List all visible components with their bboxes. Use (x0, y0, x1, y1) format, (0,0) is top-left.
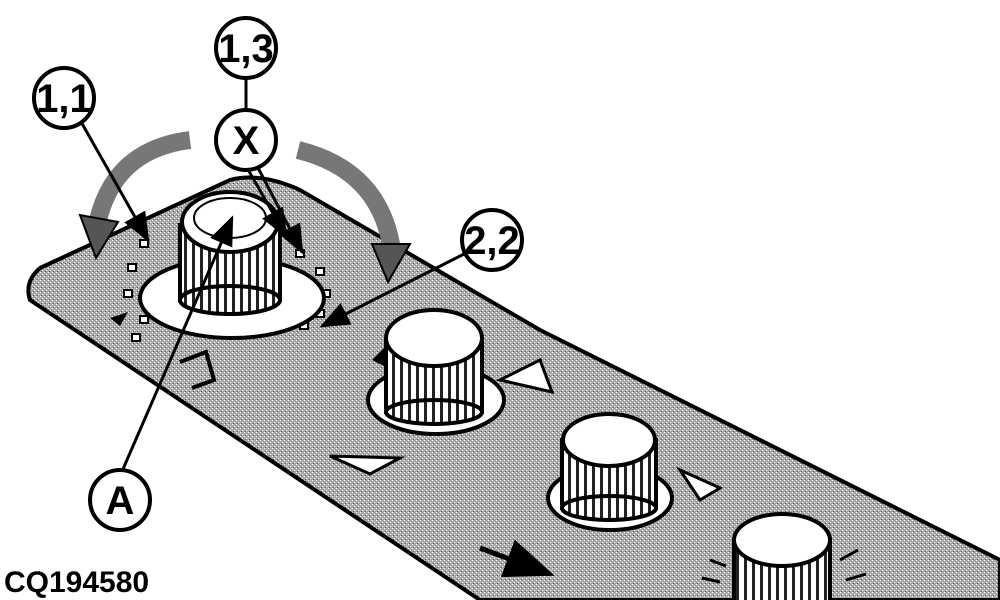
rotation-arrow-left (78, 131, 192, 261)
callout-x-label: X (233, 119, 260, 163)
knob-3 (546, 412, 724, 532)
leader-line-a (118, 215, 234, 477)
knob-4 (701, 512, 867, 600)
scale-pointer-mark (110, 312, 128, 326)
callout-2-2: 2,2 (460, 208, 524, 272)
rotation-arrow-right (295, 141, 412, 285)
callout-1-1: 1,1 (32, 66, 96, 130)
panel-symbol-triangle (329, 454, 406, 476)
leader-line-1-1 (78, 119, 150, 243)
callout-1-3-label: 1,3 (218, 27, 274, 71)
figure-id: CQ194580 (4, 566, 150, 599)
leader-line-2-2 (319, 252, 465, 328)
panel-symbol-bracket (179, 349, 217, 390)
callout-x: X (214, 108, 278, 172)
callout-a-label: A (106, 479, 135, 523)
callout-1-1-label: 1,1 (36, 77, 92, 121)
panel-symbol-arrow (479, 539, 555, 578)
leader-line-x-right (254, 163, 304, 255)
callout-a: A (88, 468, 152, 532)
callout-1-3: 1,3 (214, 16, 278, 80)
knob-2 (366, 308, 555, 436)
callout-2-2-label: 2,2 (464, 219, 520, 263)
